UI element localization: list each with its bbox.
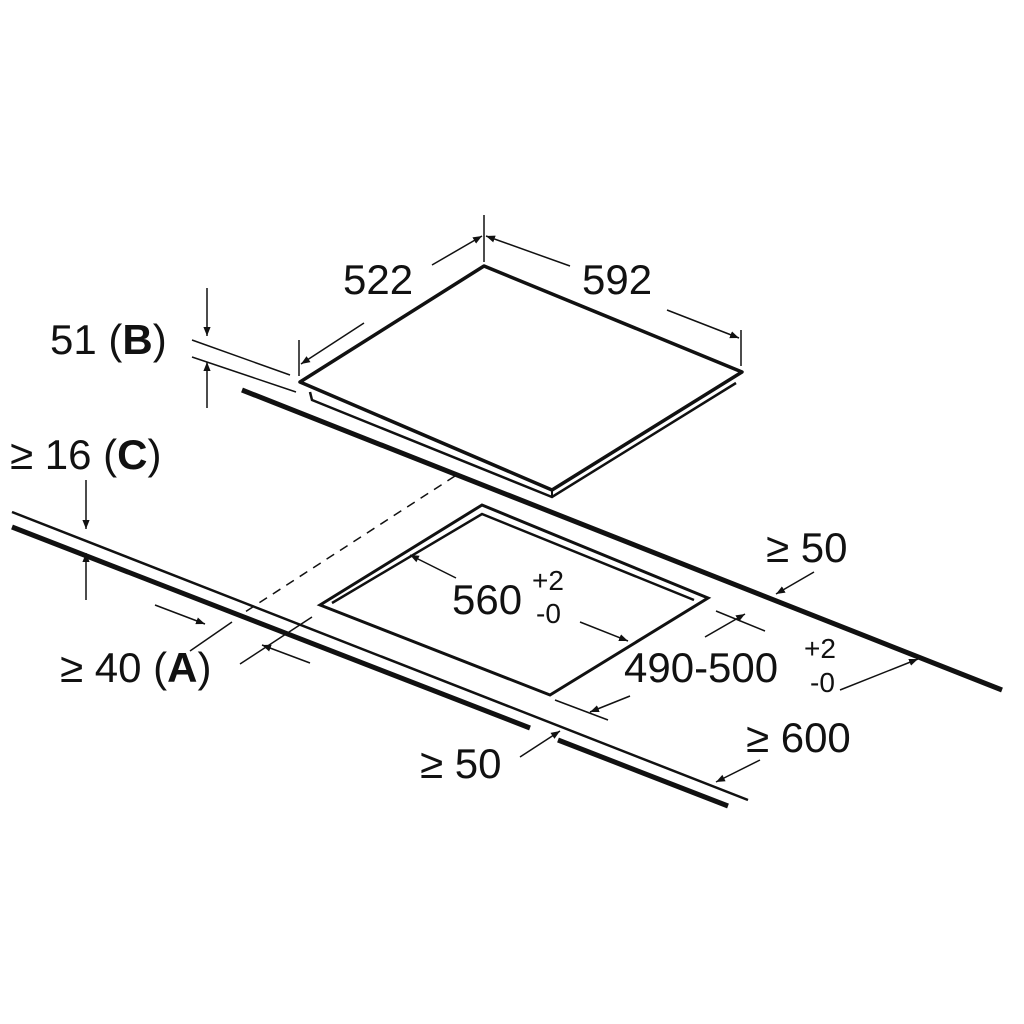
worktop-thickness-ref: C: [117, 431, 147, 478]
worktop-rear-edge: [241, 387, 1003, 693]
cutout-width-tol-plus: +2: [532, 565, 564, 596]
side-clearance-label: ≥ 50: [420, 740, 501, 787]
hob-top-surface: [298, 264, 744, 492]
cutout: [316, 503, 712, 697]
hob-depth-label: 522: [343, 256, 413, 303]
hob-frame: [308, 381, 737, 499]
hob-width-label: 592: [582, 256, 652, 303]
cutout-depth-label: 490-500: [624, 644, 778, 691]
worktop-front-edge: [11, 510, 749, 809]
worktop-thickness-value: ≥ 16: [10, 431, 91, 478]
front-clearance-value: ≥ 40: [60, 644, 141, 691]
dimension-lines: [82, 215, 919, 783]
cutout-depth-tol-minus: -0: [810, 667, 835, 698]
cutout-depth-tol-plus: +2: [804, 633, 836, 664]
front-clearance-ref: A: [167, 644, 197, 691]
hob: [298, 264, 744, 499]
projection-line: [244, 475, 456, 613]
worktop-depth-label: ≥ 600: [746, 714, 851, 761]
front-clearance-label: ≥ 40 (A): [60, 644, 211, 691]
rear-clearance-label: ≥ 50: [766, 524, 847, 571]
hob-height-label: 51 (B): [50, 316, 167, 363]
worktop-thickness-label: ≥ 16 (C): [10, 431, 161, 478]
hob-height-ref: B: [122, 316, 152, 363]
cutout-width-tol-minus: -0: [536, 598, 561, 629]
hob-height-value: 51: [50, 316, 97, 363]
cutout-width-label: 560: [452, 576, 522, 623]
